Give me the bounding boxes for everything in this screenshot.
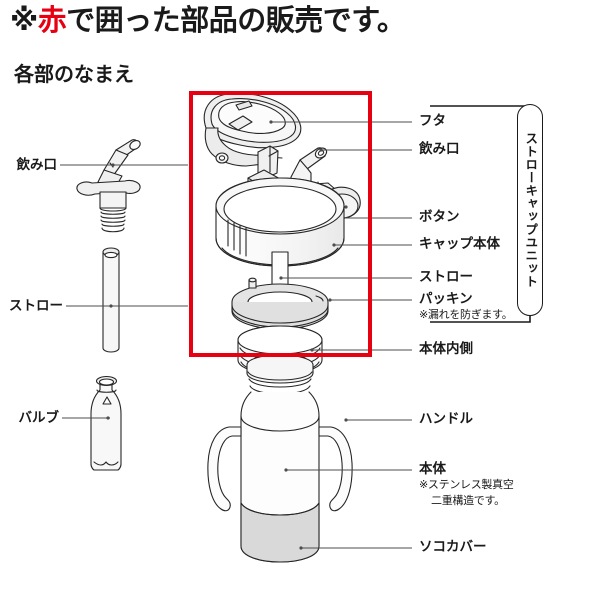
label-valve-left: バルブ xyxy=(18,410,60,426)
part-bottom-cover xyxy=(240,502,320,563)
label-handle: ハンドル xyxy=(419,411,473,427)
label-cap-body: キャップ本体 xyxy=(419,236,500,252)
part-drinking-spout-left xyxy=(76,139,141,233)
part-cap-body xyxy=(215,177,345,267)
label-drinking-spout-left: 飲み口 xyxy=(16,157,58,173)
label-body-note-2: 二重構造です。 xyxy=(431,494,505,507)
notice-prefix: ※ xyxy=(10,3,38,37)
label-packing: パッキン xyxy=(419,291,473,307)
label-drinking-spout-right: 飲み口 xyxy=(419,141,460,157)
label-body-note-1: ※ステンレス製真空 xyxy=(419,478,514,491)
part-packing-gasket xyxy=(231,277,329,330)
label-body-inner: 本体内側 xyxy=(419,341,473,357)
label-straw-left: ストロー xyxy=(9,298,63,314)
sale-notice: ※赤で囲った部品の販売です。 xyxy=(10,3,406,37)
part-handles xyxy=(207,426,353,512)
label-body: 本体 xyxy=(419,461,446,477)
straw-cap-unit-label-text: ストローキャップユニット xyxy=(523,132,539,288)
label-lid: フタ xyxy=(419,113,446,129)
notice-suffix: で囲った部品の販売です。 xyxy=(66,3,406,37)
page-title: 各部のなまえ xyxy=(14,62,134,86)
label-button: ボタン xyxy=(419,209,460,225)
part-straw-left xyxy=(102,247,120,353)
part-lid xyxy=(203,92,302,167)
label-bottom-cover: ソコカバー xyxy=(419,539,487,555)
leader-lines xyxy=(60,120,412,550)
label-straw-right: ストロー xyxy=(419,269,473,285)
notice-red-word: 赤 xyxy=(37,3,67,37)
straw-cap-unit-label: ストローキャップユニット xyxy=(517,104,543,316)
part-valve-left xyxy=(90,375,122,471)
label-packing-note: ※漏れを防ぎます。 xyxy=(419,308,513,321)
